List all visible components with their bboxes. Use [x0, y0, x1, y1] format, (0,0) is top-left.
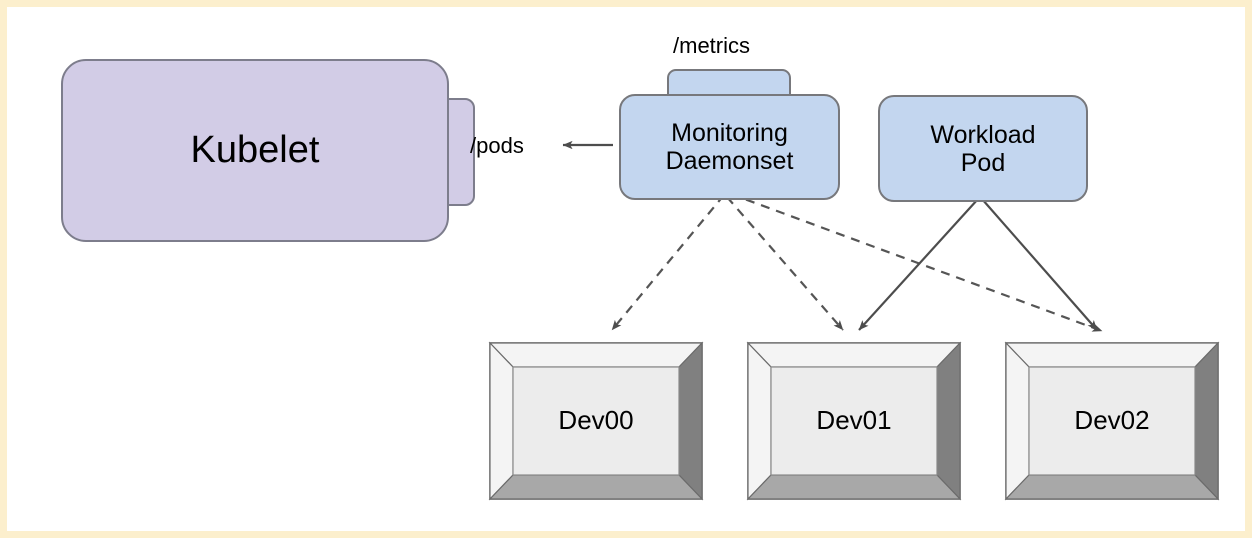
diagram-canvas: Kubelet Monitoring Daemonset Workload Po… [7, 7, 1245, 531]
node-kubelet[interactable] [61, 59, 475, 242]
workload-pod-body [878, 95, 1088, 202]
edge-label-metrics: /metrics [673, 33, 750, 58]
nodes-layer [61, 59, 1220, 501]
edge-label-pods: /pods [470, 133, 524, 158]
node-dev01[interactable] [746, 341, 962, 501]
node-workload-pod[interactable] [878, 95, 1088, 202]
kubelet-body [61, 59, 449, 242]
edges-layer [562, 140, 1103, 333]
edge-daemonset-to-dev00 [611, 194, 725, 331]
edge-daemonset-to-dev02 [730, 192, 1103, 333]
daemonset-body [619, 94, 840, 200]
node-monitoring-daemonset[interactable] [619, 69, 840, 200]
node-dev00[interactable] [488, 341, 704, 501]
node-dev02[interactable] [1004, 341, 1220, 501]
edge-workload-to-dev01 [858, 198, 979, 331]
edge-workload-to-dev02 [981, 198, 1098, 331]
edge-daemonset-to-dev01 [726, 196, 844, 331]
